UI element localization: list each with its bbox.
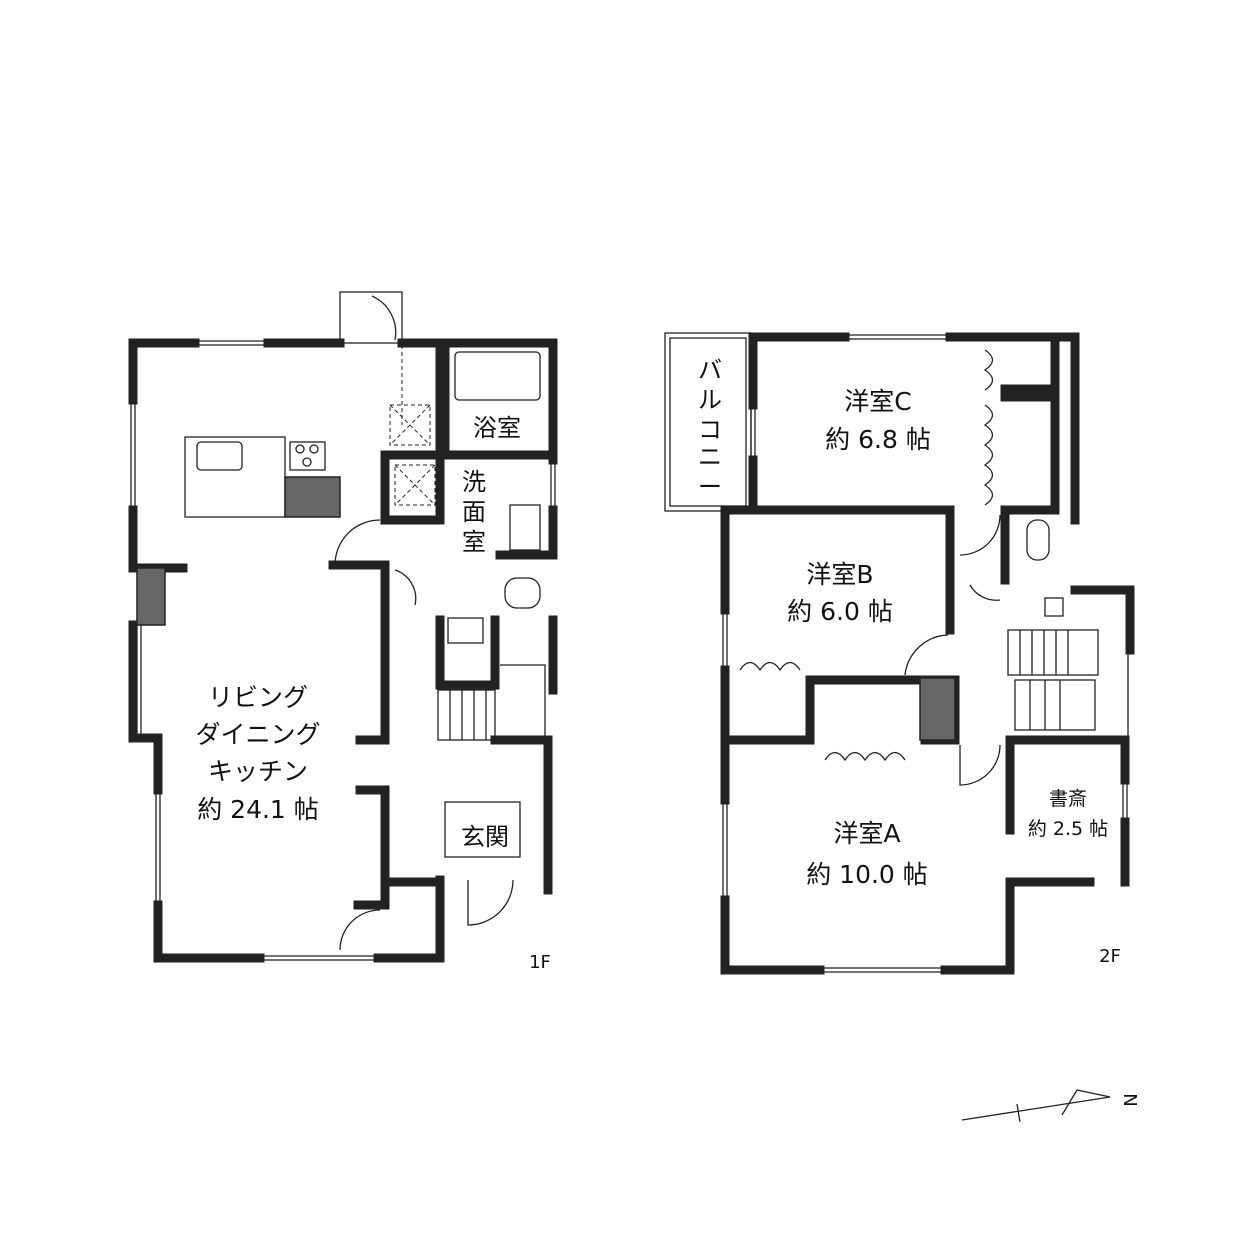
ldk-label-1: リビング bbox=[208, 683, 308, 712]
room-b-area: 約 6.0 帖 bbox=[787, 597, 893, 626]
balcony-label-3: コ bbox=[698, 416, 722, 444]
north-compass: N bbox=[961, 1089, 1142, 1123]
balcony-label-2: ル bbox=[698, 386, 722, 414]
floor-2f: バ ル コ ニ ー 洋室C 約 6.8 帖 洋室B 約 6.0 帖 洋室A 約 … bbox=[664, 332, 1135, 975]
compass-north-label: N bbox=[1121, 1093, 1142, 1106]
doors-2f bbox=[739, 349, 1001, 786]
room-c-area: 約 6.8 帖 bbox=[825, 425, 931, 454]
stairs-1f bbox=[437, 664, 546, 741]
stairs-2f bbox=[1007, 629, 1099, 731]
floor-label-2f: 2F bbox=[1099, 946, 1121, 967]
floor-1f: リビング ダイニング キッチン 約 24.1 帖 浴室 洗 面 室 玄関 1F bbox=[128, 291, 558, 973]
back-door bbox=[339, 291, 403, 425]
balcony-label: バ ル コ ニ ー bbox=[698, 356, 722, 501]
doors-1f bbox=[334, 519, 521, 951]
room-label-ldk: リビング ダイニング キッチン 約 24.1 帖 bbox=[195, 683, 320, 824]
bath-fixtures bbox=[389, 351, 541, 644]
balcony-label-5: ー bbox=[698, 473, 722, 501]
floor-label-1f: 1F bbox=[529, 952, 551, 973]
walls-2f bbox=[720, 332, 1135, 975]
pillar bbox=[136, 567, 166, 626]
room-a-label: 洋室A bbox=[833, 819, 900, 848]
windows-2f bbox=[722, 334, 1129, 973]
room-b-label: 洋室B bbox=[806, 560, 873, 589]
walls-1f bbox=[128, 338, 558, 963]
washroom-label-1: 洗 bbox=[462, 468, 486, 496]
washroom-label-2: 面 bbox=[462, 498, 486, 526]
study-area: 約 2.5 帖 bbox=[1028, 818, 1108, 840]
balcony-label-4: ニ bbox=[698, 443, 722, 471]
windows-1f bbox=[130, 340, 556, 961]
room-c-label: 洋室C bbox=[844, 387, 911, 416]
washroom-label: 洗 面 室 bbox=[462, 468, 486, 556]
ldk-area: 約 24.1 帖 bbox=[197, 795, 319, 824]
kitchen-counter bbox=[184, 436, 341, 518]
ldk-label-2: ダイニング bbox=[195, 720, 320, 749]
bath-label: 浴室 bbox=[473, 414, 521, 442]
balcony-label-1: バ bbox=[698, 356, 722, 384]
study-label: 書斎 bbox=[1049, 788, 1087, 810]
ldk-label-3: キッチン bbox=[208, 757, 308, 786]
entrance-label: 玄関 bbox=[461, 823, 509, 851]
pillar-2f bbox=[919, 677, 956, 741]
washroom-label-3: 室 bbox=[462, 528, 486, 556]
room-a-area: 約 10.0 帖 bbox=[806, 860, 928, 889]
toilet-2f bbox=[1026, 519, 1064, 617]
